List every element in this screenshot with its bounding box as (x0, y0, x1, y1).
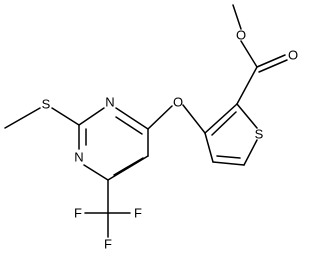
bond-thiophene-c5-c4-a (212, 161, 245, 166)
atom-n-pyrimidine-bottom: N (74, 150, 83, 165)
atom-f-right: F (134, 206, 142, 221)
bond-s-methyl (4, 107, 41, 129)
bond-pyrimidine-c2-s (51, 107, 80, 126)
bond-pyrimidine-c4-n3-a (115, 107, 149, 130)
bond-thiophene-c4-c3 (204, 132, 214, 163)
atom-o-ether: O (173, 95, 183, 110)
chemical-structure-diagram: O O O S N N S F F F (4, 4, 298, 252)
atom-o-methyl-ester: O (236, 28, 246, 43)
atom-f-bottom: F (104, 237, 112, 252)
bond-methyl-o (232, 4, 242, 30)
bonds (4, 4, 288, 238)
bond-carbonyl-c-o-double-a (256, 54, 286, 68)
bond-o-pyrimidine-c4 (147, 105, 173, 130)
atom-n-pyrimidine-top: N (105, 95, 114, 110)
bond-thiophene-c5-c4-b (216, 155, 241, 159)
bond-pyrimidine-c6-c5-b (113, 157, 144, 176)
atom-s-methylthio: S (42, 97, 51, 112)
atom-f-left: F (74, 206, 82, 221)
bond-pyrimidine-n1-c6 (83, 164, 109, 181)
bond-thiophene-s-c5 (243, 139, 258, 166)
bond-thiophene-c3-c2-a (204, 103, 238, 134)
bond-o-carbonyl-c (240, 40, 258, 68)
atom-s-thiophene: S (255, 127, 264, 142)
atom-labels: O O O S N N S F F F (42, 28, 298, 252)
bond-thiophene-c3-c2-b (211, 111, 237, 136)
bond-pyrimidine-n3-c2 (78, 107, 105, 126)
bond-carbonyl-c-thiophene-c2 (236, 66, 258, 105)
bond-pyrimidine-c4-n3-b (115, 116, 143, 135)
bond-thiophene-c3-o (182, 104, 206, 134)
atom-o-carbonyl: O (288, 48, 298, 63)
bond-pyrimidine-c6-c5-a (107, 155, 149, 181)
bond-thiophene-c2-s (236, 103, 258, 129)
bond-carbonyl-c-o-double-b (258, 59, 288, 73)
